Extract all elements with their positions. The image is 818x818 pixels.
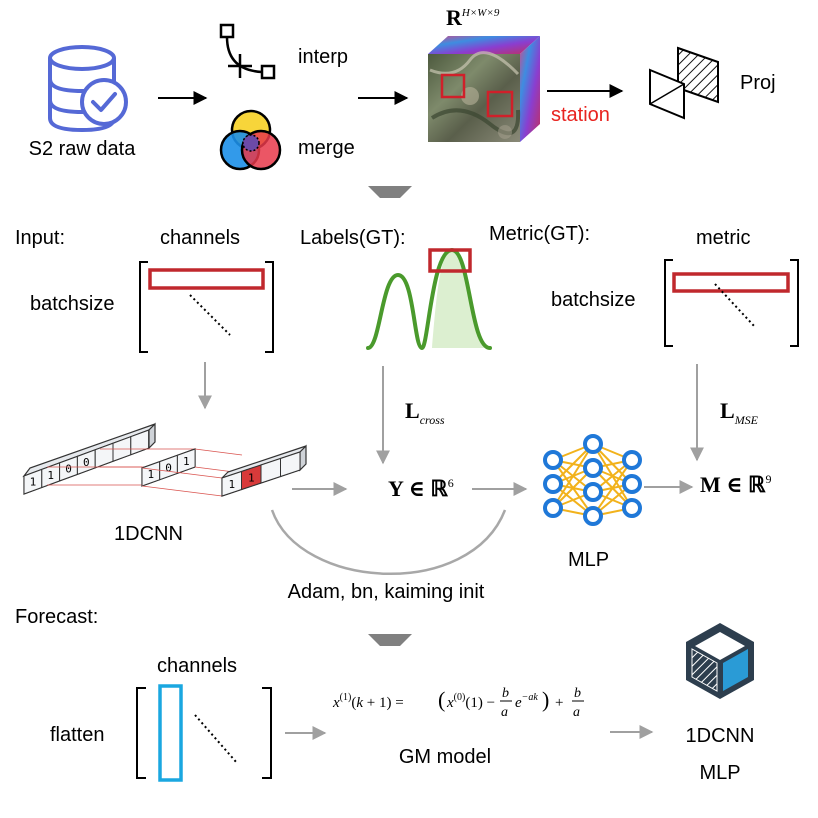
svg-text:x(0)(1) −: x(0)(1) −	[446, 692, 495, 711]
satellite-image-cube	[428, 36, 540, 142]
merge-label: merge	[298, 137, 355, 159]
proj-label: Proj	[740, 72, 776, 94]
database-icon	[48, 45, 128, 133]
input-label: Input:	[15, 227, 65, 249]
svg-text:a: a	[573, 705, 580, 720]
cnn-cell-value: 1	[30, 476, 37, 489]
metric-gt-label: Metric(GT):	[489, 223, 590, 245]
shared-training-arc	[270, 509, 507, 576]
section-separator-arrow-2	[368, 634, 412, 646]
forecast-label: Forecast:	[15, 606, 98, 628]
mlp-neuron	[583, 458, 603, 478]
optimizer-label: Adam, bn, kaiming init	[288, 581, 485, 603]
section-separator-arrow-1	[368, 186, 412, 198]
interp-label: interp	[298, 46, 348, 68]
mlp-neuron	[583, 434, 603, 454]
mlp-neuron	[543, 474, 563, 494]
model-cube-icon	[686, 623, 754, 699]
mlp-network-icon	[543, 434, 642, 526]
mlp-neuron	[583, 482, 603, 502]
label-distribution-plot	[366, 247, 492, 351]
cnn-label: 1DCNN	[114, 523, 183, 545]
input-batch-matrix	[139, 261, 274, 353]
cnn-cell-value: 0	[165, 461, 172, 474]
cnn-cell	[280, 451, 301, 478]
svg-text:a: a	[501, 705, 508, 720]
cnn-cell-value: 0	[83, 456, 90, 469]
batchsize-label-2: batchsize	[551, 289, 636, 311]
cnn-cell-value: 1	[47, 469, 54, 482]
mlp-neuron	[622, 450, 642, 470]
flatten-label: flatten	[50, 724, 104, 746]
svg-text:x(1)(k + 1) =: x(1)(k + 1) =	[332, 692, 404, 711]
metric-batch-matrix	[664, 259, 799, 347]
mlp-neuron	[622, 498, 642, 518]
cnn-cell-value: 1	[248, 471, 255, 484]
mlp-neuron	[583, 506, 603, 526]
svg-text:): )	[542, 687, 549, 712]
channels-label: channels	[160, 227, 240, 249]
loss-cross-label: Lcross	[405, 398, 445, 427]
m-output-label: M ∈ ℝ9	[700, 472, 771, 497]
svg-text:b: b	[574, 686, 581, 701]
mlp-label: MLP	[568, 549, 609, 571]
station-box-1	[440, 73, 466, 99]
merge-venn-icon	[219, 109, 282, 171]
loss-mse-label: LMSE	[720, 398, 759, 427]
y-output-label: Y ∈ ℝ6	[388, 476, 454, 501]
station-label: station	[551, 104, 610, 126]
station-box-2	[486, 90, 514, 118]
projection-icon	[649, 46, 719, 120]
metric-label: metric	[696, 227, 750, 249]
forecast-channels-label: channels	[157, 655, 237, 677]
forecast-matrix	[136, 684, 272, 782]
mlp-connection	[552, 443, 594, 509]
svg-text:e−ak: e−ak	[515, 692, 538, 711]
mlp-connection	[592, 459, 633, 517]
tensor-label: RH×W×9	[446, 5, 500, 30]
cnn-cell-value: 1	[148, 468, 155, 481]
cnn-cell-value: 0	[65, 463, 72, 476]
interpolation-curve-icon	[219, 23, 276, 80]
gm-formula: x(1)(k + 1) = ( x(0)(1) − b a e−ak ) + b…	[332, 686, 584, 720]
output-cnn-label: 1DCNN	[686, 725, 755, 747]
cnn-cell-value: 1	[183, 455, 190, 468]
svg-text:+: +	[555, 695, 563, 711]
mlp-neuron	[543, 450, 563, 470]
gm-model-label: GM model	[399, 746, 491, 768]
output-mlp-label: MLP	[699, 762, 740, 784]
cnn-cell-value: 1	[228, 478, 235, 491]
labels-gt-label: Labels(GT):	[300, 227, 406, 249]
svg-text:b: b	[502, 686, 509, 701]
mlp-neuron	[622, 474, 642, 494]
mlp-neuron	[543, 498, 563, 518]
svg-text:(: (	[438, 687, 445, 712]
s2-raw-data-label: S2 raw data	[29, 138, 137, 160]
batchsize-label: batchsize	[30, 293, 115, 315]
